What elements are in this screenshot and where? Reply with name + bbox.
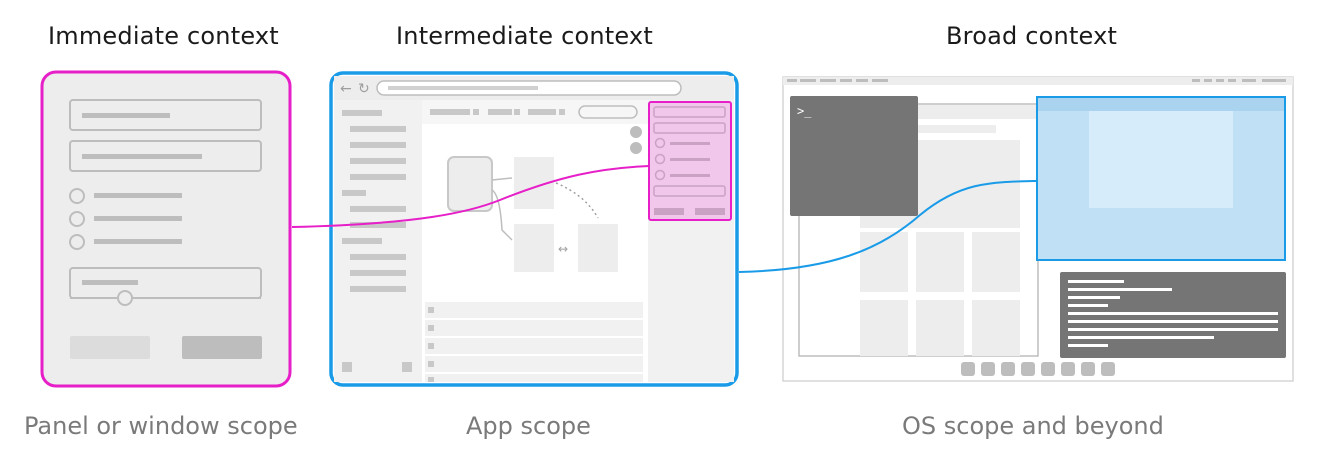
caption-app-scope: App scope: [466, 412, 591, 440]
primary-button-shape: [182, 336, 262, 359]
terminal-prompt-icon: >_: [797, 104, 812, 118]
caption-os-scope: OS scope and beyond: [902, 412, 1164, 440]
reload-icon: ↻: [358, 81, 370, 97]
highlighted-app-window: [1036, 96, 1286, 261]
slider-field: [69, 267, 262, 306]
heading-intermediate-context: Intermediate context: [396, 22, 653, 50]
caption-panel-scope: Panel or window scope: [24, 412, 298, 440]
intermediate-panel: ← ↻: [329, 71, 739, 387]
text-field-1: [69, 99, 262, 131]
heading-broad-context: Broad context: [946, 22, 1118, 50]
highlighted-panel: [648, 101, 732, 221]
secondary-button-shape: [70, 336, 150, 359]
svg-text:↔: ↔: [558, 242, 568, 256]
radio-group: [69, 188, 182, 250]
immediate-panel: [40, 70, 292, 388]
dock: [961, 362, 1115, 376]
terminal-window: >_: [790, 96, 918, 216]
blue-connector: [738, 180, 1038, 273]
broad-panel: >_: [782, 76, 1294, 382]
background-window: [798, 103, 1039, 357]
list-rows: [425, 302, 643, 382]
magenta-connector: [291, 165, 650, 228]
back-arrow-icon: ←: [340, 81, 352, 97]
heading-immediate-context: Immediate context: [48, 22, 279, 50]
dark-text-window: [1060, 272, 1286, 358]
text-field-2: [69, 140, 262, 172]
slider-thumb: [117, 290, 133, 306]
